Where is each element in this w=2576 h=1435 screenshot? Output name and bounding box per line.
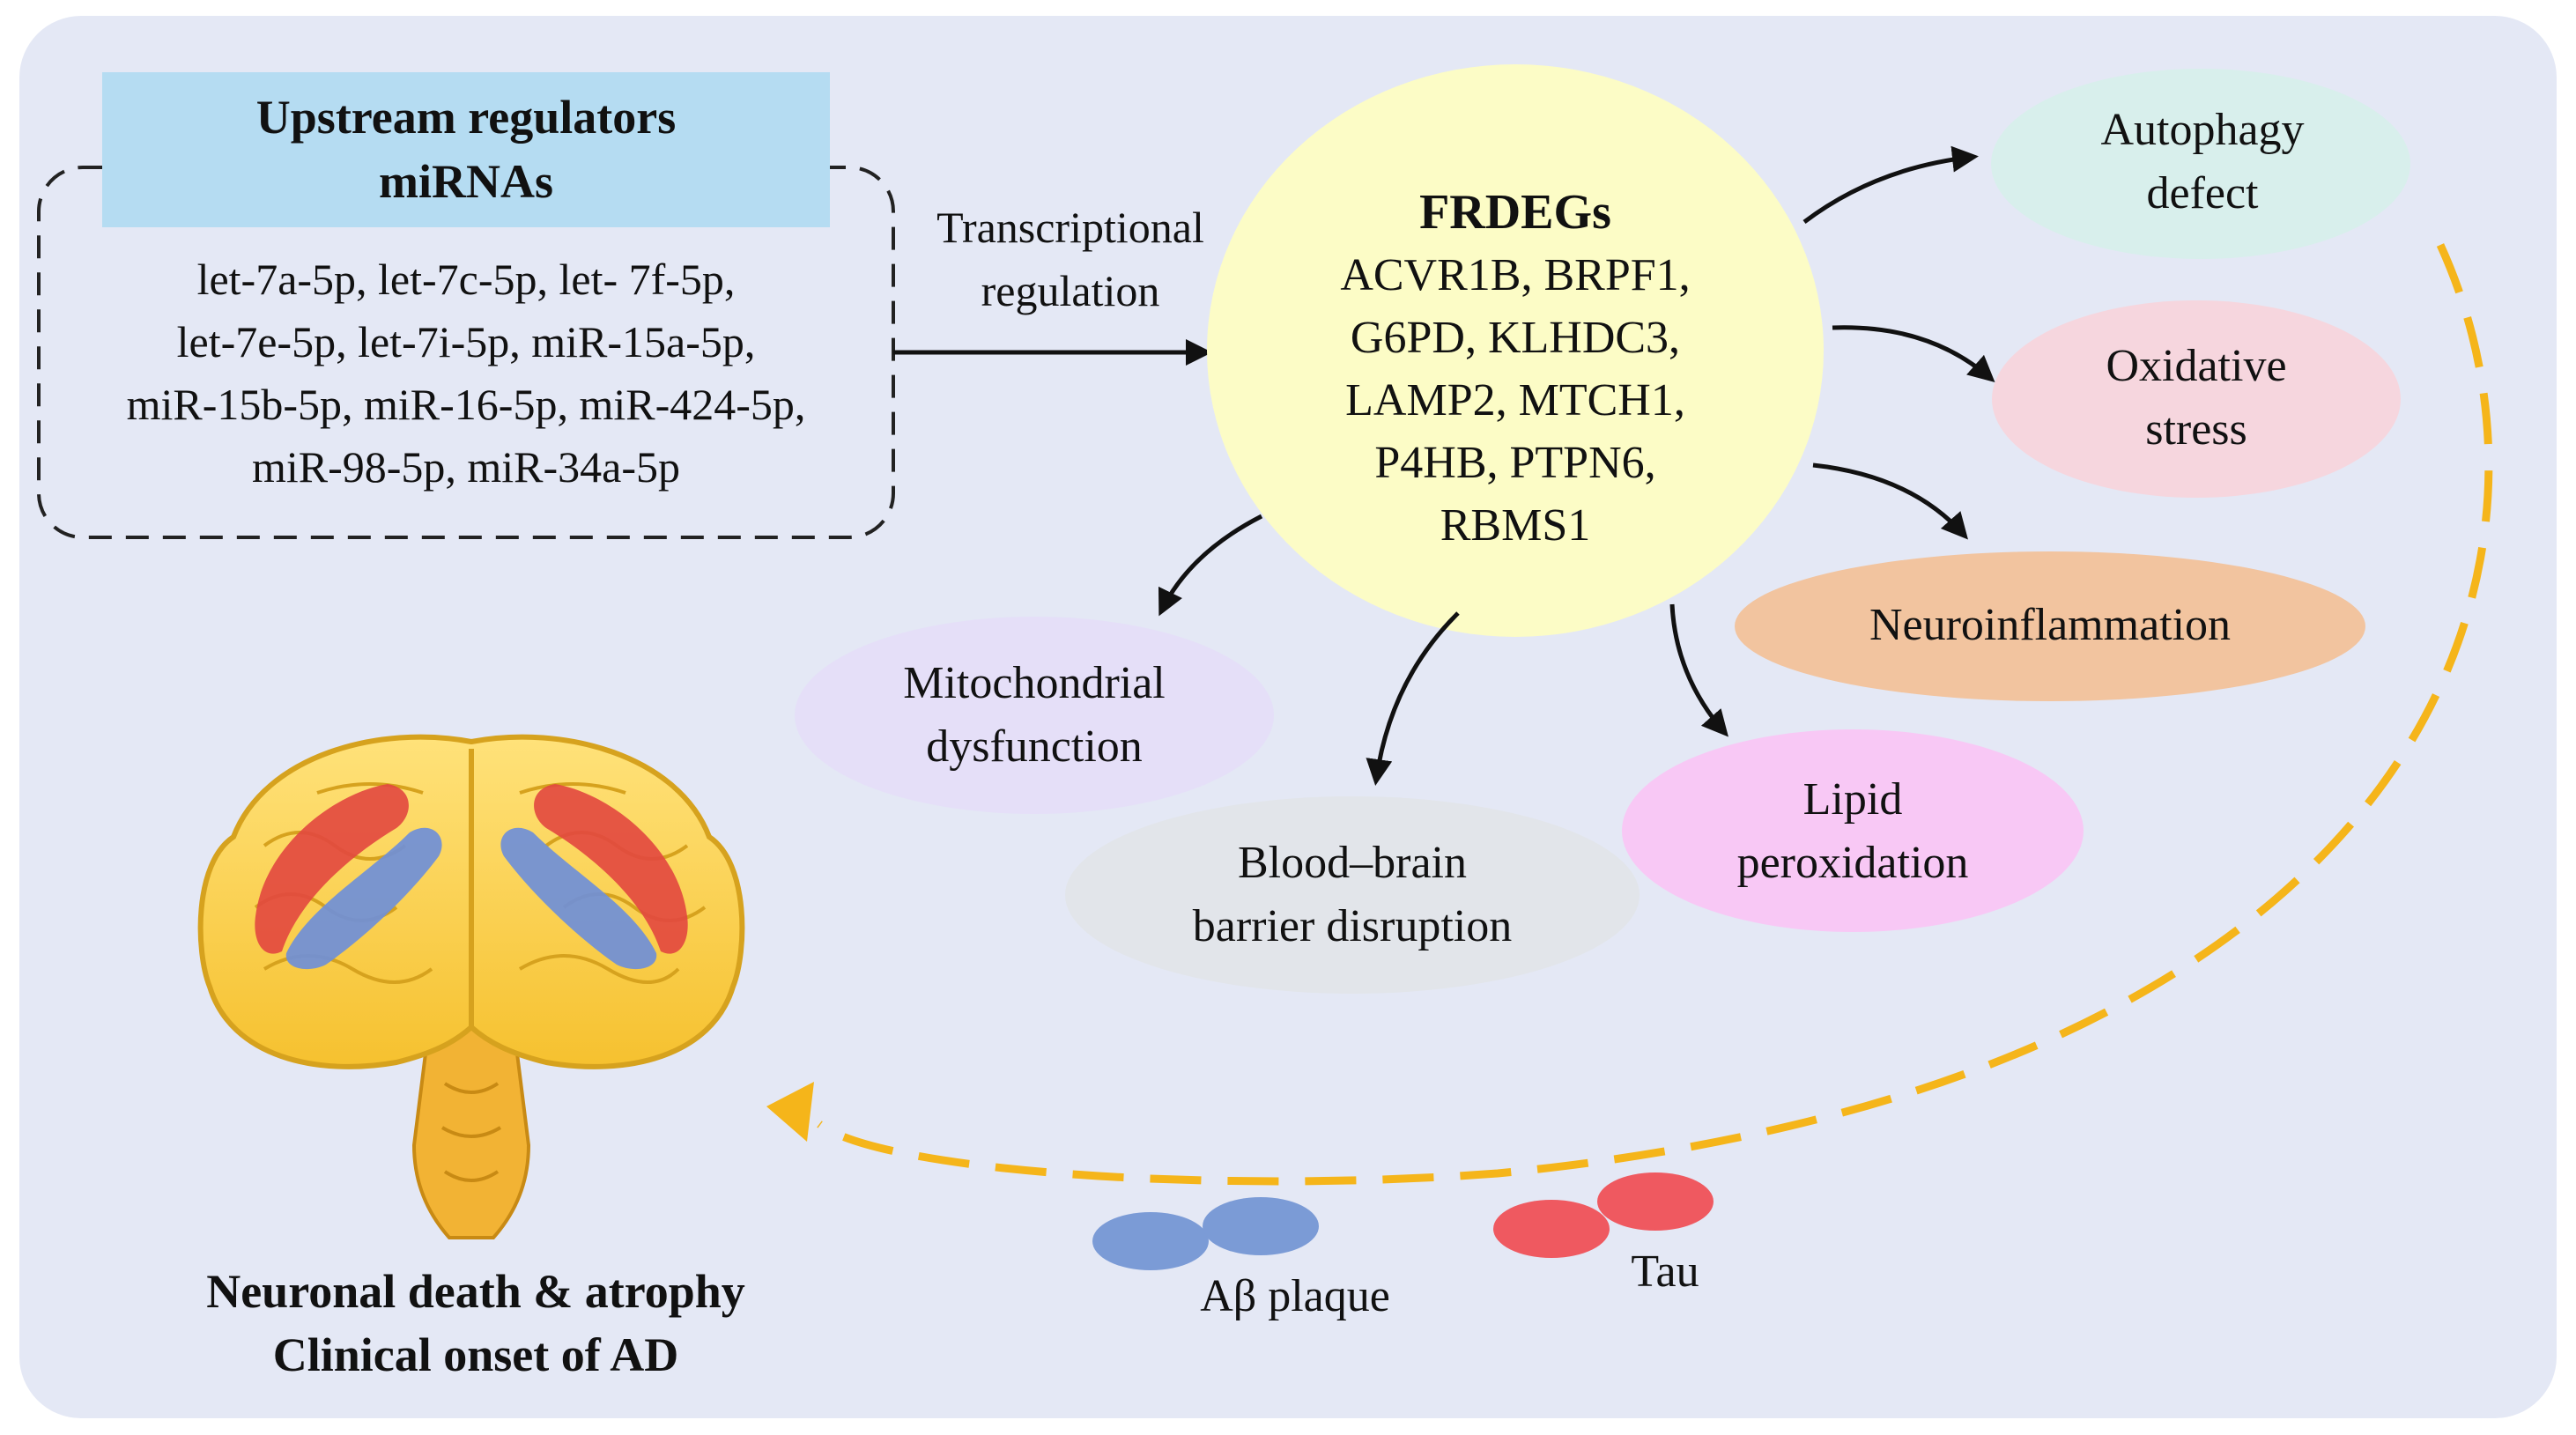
mirna-line: let-7e-5p, let-7i-5p, miR-15a-5p, — [176, 317, 756, 366]
arrow-to-lipid — [1669, 603, 1728, 737]
arrow-to-autophagy — [1802, 145, 1979, 224]
mirna-line: let-7a-5p, let-7c-5p, let- 7f-5p, — [196, 255, 736, 304]
frdegs-gene-line: P4HB, PTPN6, — [1374, 438, 1656, 488]
outcome-text: Neuronal death & atrophy Clinical onset … — [123, 1260, 828, 1387]
arrow-to-bbb — [1366, 611, 1460, 786]
mito-line2: dysfunction — [926, 721, 1143, 772]
bbb-line1: Blood–brain — [1238, 838, 1467, 888]
regulation-label: Transcriptional regulation — [899, 196, 1242, 322]
bbb-ellipse — [1065, 796, 1640, 994]
regulation-line2: regulation — [981, 266, 1160, 315]
lipid-label: Lipid peroxidation — [1656, 768, 2049, 895]
mirna-header: Upstream regulators miRNAs — [102, 72, 830, 227]
tau-blob-1 — [1493, 1200, 1610, 1258]
abeta-blob-2 — [1203, 1197, 1319, 1255]
lipid-line1: Lipid — [1802, 774, 1903, 825]
frdegs-gene-line: LAMP2, MTCH1, — [1345, 375, 1685, 425]
abeta-blob-1 — [1092, 1212, 1209, 1270]
autophagy-label: Autophagy defect — [2017, 99, 2387, 226]
lipid-ellipse — [1622, 729, 2084, 932]
feedback-dashed-arrow — [817, 243, 2493, 1186]
oxidative-label: Oxidative stress — [2017, 335, 2375, 462]
arrow-to-neuroinflammation — [1812, 462, 1968, 540]
outcome-line2: Clinical onset of AD — [272, 1328, 679, 1381]
upstream-title-line1: Upstream regulators — [255, 91, 677, 144]
frdegs-gene-line: RBMS1 — [1440, 500, 1591, 551]
oxidative-line2: stress — [2145, 404, 2247, 455]
oxidative-line1: Oxidative — [2106, 341, 2287, 391]
neuroinflammation-line1: Neuroinflammation — [1869, 600, 2232, 650]
abeta-label: Aβ plaque — [1200, 1271, 1390, 1321]
frdegs-gene-line: G6PD, KLHDC3, — [1350, 313, 1681, 363]
mirna-line: miR-15b-5p, miR-16-5p, miR-424-5p, — [126, 380, 806, 429]
frdegs-text: FRDEGs ACVR1B, BRPF1, G6PD, KLHDC3, LAMP… — [1260, 181, 1771, 557]
neuroinflammation-ellipse — [1735, 551, 2365, 701]
tau-label: Tau — [1631, 1246, 1699, 1297]
upstream-title-line2: miRNAs — [379, 155, 553, 208]
frdegs-gene-line: ACVR1B, BRPF1, — [1340, 250, 1691, 300]
lipid-line2: peroxidation — [1736, 838, 1969, 888]
mirna-list: let-7a-5p, let-7c-5p, let- 7f-5p, let-7e… — [39, 248, 893, 499]
regulation-line1: Transcriptional — [936, 203, 1204, 252]
feedback-arrowhead — [766, 1082, 814, 1142]
arrow-to-oxidative — [1832, 325, 1995, 382]
brain-illustration — [197, 734, 745, 1239]
outcome-line1: Neuronal death & atrophy — [206, 1265, 745, 1318]
autophagy-line1: Autophagy — [2100, 105, 2305, 155]
frdegs-ellipse — [1207, 64, 1824, 637]
mito-line1: Mitochondrial — [903, 658, 1166, 708]
autophagy-ellipse — [1991, 69, 2410, 259]
mirna-line: miR-98-5p, miR-34a-5p — [251, 442, 681, 492]
mito-ellipse — [795, 617, 1274, 814]
bbb-line2: barrier disruption — [1192, 901, 1513, 951]
bbb-label: Blood–brain barrier disruption — [1101, 832, 1603, 958]
autophagy-line2: defect — [2146, 168, 2259, 218]
arrow-to-mito — [1158, 514, 1263, 617]
neuroinflammation-label: Neuroinflammation — [1753, 594, 2347, 657]
frdegs-title: FRDEGs — [1419, 185, 1611, 240]
tau-blob-2 — [1597, 1172, 1714, 1231]
mito-label: Mitochondrial dysfunction — [832, 652, 1237, 779]
oxidative-ellipse — [1992, 300, 2401, 498]
